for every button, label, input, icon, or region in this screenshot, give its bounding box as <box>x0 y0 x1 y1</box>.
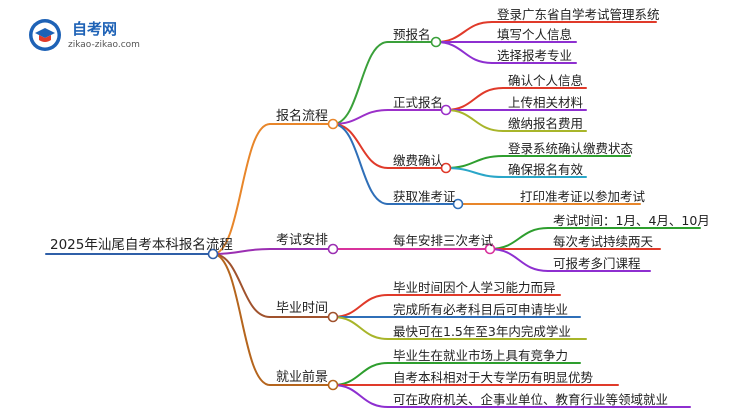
leaf-advantage[interactable]: 自考本科相对于大专学历有明显优势 <box>393 370 594 385</box>
edge-to-multiple-courses <box>489 248 549 272</box>
branch-graduation-time[interactable]: 毕业时间 <box>276 301 329 316</box>
knot-payment-confirmation <box>440 162 452 174</box>
node-admission-ticket[interactable]: 获取准考证 <box>393 189 456 204</box>
knot-registration <box>327 118 339 130</box>
edge-root-to-graduation <box>212 253 271 318</box>
edge-to-exam-months <box>489 227 549 250</box>
leaf-graduation-varies[interactable]: 毕业时间因个人学习能力而异 <box>393 280 556 295</box>
knot-exam-schedule <box>327 243 339 255</box>
knot-admission-ticket <box>452 198 464 210</box>
branch-employment-prospects[interactable]: 就业前景 <box>276 370 329 385</box>
edge-registration-to-admission-ticket <box>332 123 389 205</box>
edge-to-confirm-payment-status <box>445 155 504 169</box>
edge-root-to-employment <box>212 253 271 386</box>
leaf-apply-graduation[interactable]: 完成所有必考科目后可申请毕业 <box>393 302 569 317</box>
edge-registration-to-formal-registration <box>332 109 389 125</box>
leaf-fill-personal-info[interactable]: 填写个人信息 <box>497 27 573 42</box>
leaf-print-ticket[interactable]: 打印准考证以参加考试 <box>520 189 646 204</box>
branch-exam-schedule[interactable]: 考试安排 <box>276 233 329 248</box>
node-pre-registration[interactable]: 预报名 <box>393 27 431 42</box>
leaf-ensure-valid[interactable]: 确保报名有效 <box>508 162 584 177</box>
edge-to-graduation-varies <box>332 294 389 318</box>
edge-to-confirm-personal-info <box>445 87 504 111</box>
edge-to-login-system <box>435 21 493 43</box>
edge-to-pay-fee <box>445 109 504 132</box>
leaf-exam-months[interactable]: 考试时间：1月、4月、10月 <box>553 213 710 228</box>
edge-to-ensure-valid <box>445 167 504 178</box>
branch-registration-process[interactable]: 报名流程 <box>276 109 329 124</box>
node-formal-registration[interactable]: 正式报名 <box>393 95 444 110</box>
logo-subtitle: zikao-zikao.com <box>68 40 140 50</box>
edge-root-to-registration <box>212 123 271 255</box>
root-node-label[interactable]: 2025年汕尾自考本科报名流程 <box>50 237 233 253</box>
edge-to-fastest-completion <box>332 316 389 340</box>
leaf-two-days[interactable]: 每次考试持续两天 <box>553 234 654 249</box>
leaf-competitive[interactable]: 毕业生在就业市场上具有竞争力 <box>393 348 569 363</box>
leaf-pay-fee[interactable]: 缴纳报名费用 <box>508 116 584 131</box>
leaf-upload-materials[interactable]: 上传相关材料 <box>508 95 584 110</box>
logo-title: 自考网 <box>72 20 118 38</box>
root-knot <box>207 248 219 260</box>
leaf-choose-major[interactable]: 选择报考专业 <box>497 48 573 63</box>
knot-formal-registration <box>440 104 452 116</box>
edge-registration-to-pre-registration <box>332 41 389 125</box>
leaf-multiple-courses[interactable]: 可报考多门课程 <box>553 256 641 271</box>
leaf-confirm-payment-status[interactable]: 登录系统确认缴费状态 <box>508 141 634 156</box>
edge-to-employment-fields <box>332 384 389 408</box>
site-logo[interactable]: 自考网 zikao-zikao.com <box>28 18 168 54</box>
node-payment-confirmation[interactable]: 缴费确认 <box>393 153 444 168</box>
leaf-employment-fields[interactable]: 可在政府机关、企事业单位、教育行业等领域就业 <box>393 392 669 407</box>
edge-to-choose-major <box>435 41 493 64</box>
edge-root-to-exam-schedule <box>212 248 271 255</box>
leaf-login-system[interactable]: 登录广东省自学考试管理系统 <box>497 7 660 22</box>
leaf-confirm-personal-info[interactable]: 确认个人信息 <box>508 73 584 88</box>
knot-employment <box>327 379 339 391</box>
knot-three-exams <box>484 243 496 255</box>
leaf-fastest-completion[interactable]: 最快可在1.5年至3年内完成学业 <box>393 324 571 339</box>
node-three-exams-yearly[interactable]: 每年安排三次考试 <box>393 233 494 248</box>
knot-graduation <box>327 311 339 323</box>
graduation-cap-icon <box>29 19 61 51</box>
knot-pre-registration <box>430 36 442 48</box>
edge-to-competitive <box>332 362 389 386</box>
